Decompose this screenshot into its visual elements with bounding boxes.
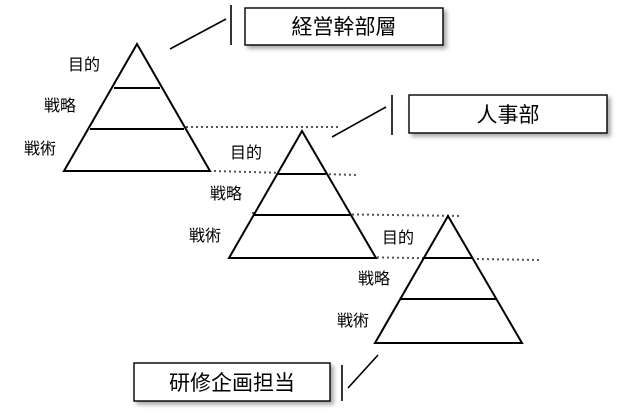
pyramid-1-label-purpose: 目的 xyxy=(68,55,100,74)
callout-middle-connector xyxy=(331,95,393,138)
callout-top-connector xyxy=(169,5,232,50)
pyramid-3-label-purpose: 目的 xyxy=(382,228,414,247)
pyramid-1-label-tactics: 戦術 xyxy=(24,139,56,158)
pyramid-1: 目的 戦略 戦術 xyxy=(24,41,212,172)
box-hr-frame xyxy=(408,94,608,134)
box-training: 研修企画担当 xyxy=(133,362,331,402)
callout-bottom-connector xyxy=(341,354,379,401)
pyramid-3-label-strategy: 戦略 xyxy=(358,269,390,288)
box-executive-label: 経営幹部層 xyxy=(292,15,397,39)
pyramid-2-label-strategy: 戦略 xyxy=(210,184,242,203)
pyramid-2-triangle xyxy=(227,129,378,259)
box-training-frame xyxy=(133,362,331,402)
pyramid-2-label-tactics: 戦術 xyxy=(189,226,221,245)
pyramid-3: 目的 戦略 戦術 xyxy=(337,214,524,344)
pyramid-1-label-strategy: 戦略 xyxy=(44,96,76,115)
pyramid-3-label-tactics: 戦術 xyxy=(337,311,369,330)
pyramid-1-triangle xyxy=(62,41,212,172)
box-executive-frame xyxy=(244,7,444,46)
box-training-label: 研修企画担当 xyxy=(169,371,295,395)
box-executive: 経営幹部層 xyxy=(244,7,444,46)
box-hr-label: 人事部 xyxy=(477,103,540,127)
pyramid-2: 目的 戦略 戦術 xyxy=(189,129,378,259)
box-hr: 人事部 xyxy=(408,94,608,134)
pyramid-3-triangle xyxy=(373,214,524,344)
pyramid-2-label-purpose: 目的 xyxy=(230,143,262,162)
guide-line-4 xyxy=(351,256,541,261)
